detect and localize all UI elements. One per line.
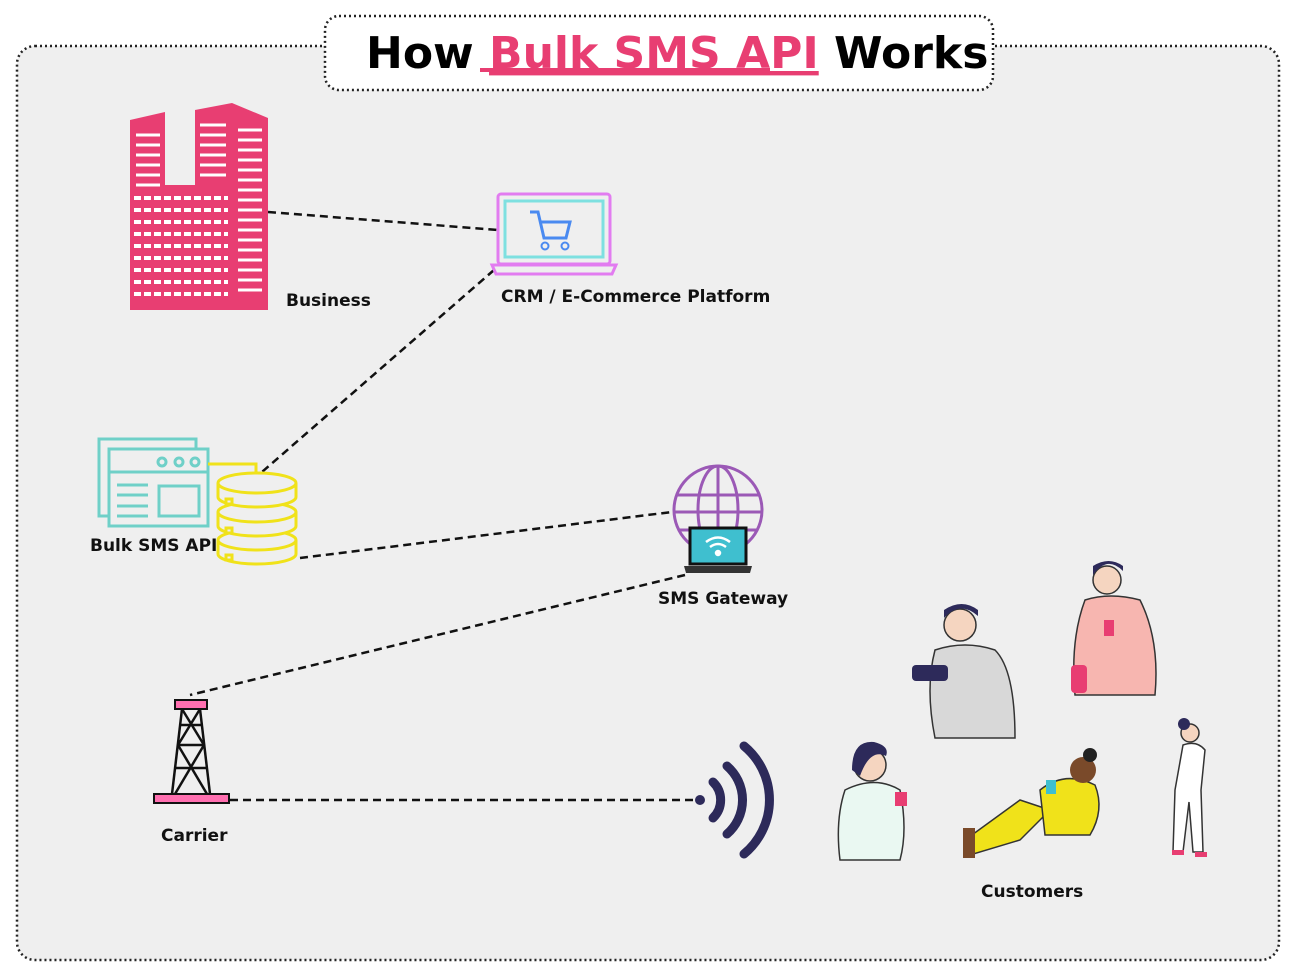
label-crm: CRM / E-Commerce Platform: [501, 287, 770, 307]
customer-woman-sitting: [963, 748, 1100, 858]
cart-icon: [530, 210, 572, 240]
api-window-icon: [97, 437, 210, 528]
building-icon: [130, 103, 268, 310]
database-icon: [208, 462, 298, 566]
label-business: Business: [286, 291, 371, 311]
customer-woman-standing: [1172, 718, 1207, 857]
label-api: Bulk SMS API: [90, 536, 217, 556]
tower-icon: [153, 699, 230, 804]
label-carrier: Carrier: [161, 826, 228, 846]
label-customers: Customers: [981, 882, 1083, 902]
customer-woman-phone: [837, 741, 907, 861]
wifi-icon: [705, 536, 731, 557]
connector-gateway-carrier: [189, 573, 686, 697]
globe-wifi-icon: [672, 464, 764, 573]
signal-waves-icon: [695, 741, 774, 859]
connector-api-gateway: [299, 510, 673, 560]
title-box: How Bulk SMS API Works: [323, 14, 995, 92]
customer-man-pink: [1071, 561, 1157, 696]
customer-man-phone: [912, 604, 1016, 739]
label-gateway: SMS Gateway: [658, 589, 788, 609]
laptop-cart-icon: [489, 192, 619, 276]
